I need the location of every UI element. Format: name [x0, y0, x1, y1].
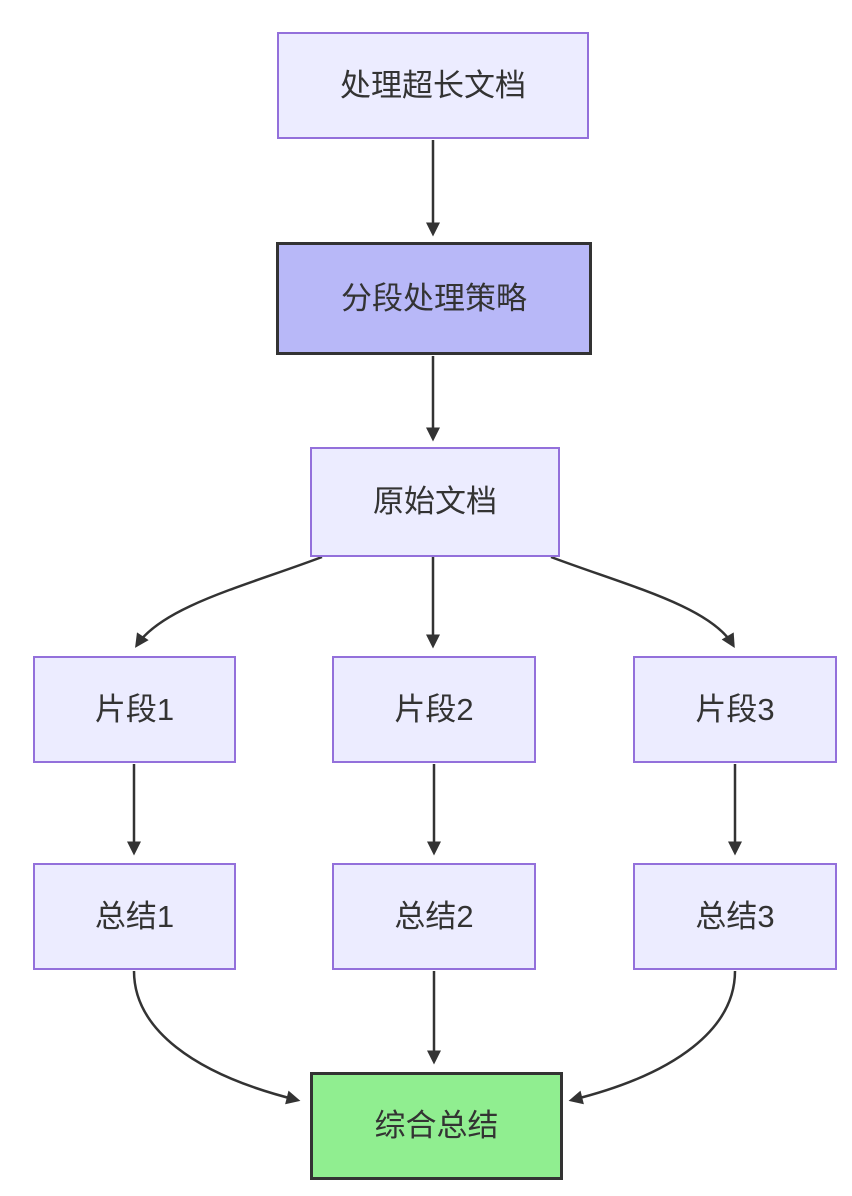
node-label: 片段2 [394, 691, 474, 727]
node-fragment-2: 片段2 [332, 656, 536, 763]
edge-c-d [135, 555, 323, 648]
node-original-document: 原始文档 [310, 447, 560, 557]
node-label: 片段3 [695, 691, 775, 727]
edge-g-j [132, 970, 301, 1105]
node-summary-3: 总结3 [633, 863, 837, 970]
edge-i-j [568, 970, 737, 1105]
node-label: 总结3 [695, 898, 775, 934]
node-label: 综合总结 [374, 1108, 499, 1144]
node-combined-summary: 综合总结 [310, 1072, 563, 1180]
node-label: 总结2 [394, 898, 474, 934]
node-label: 分段处理策略 [341, 280, 527, 316]
node-label: 原始文档 [373, 484, 497, 520]
node-segmentation-strategy: 分段处理策略 [276, 242, 592, 355]
node-label: 总结1 [94, 898, 175, 934]
node-label: 片段1 [94, 691, 175, 727]
node-label: 处理超长文档 [340, 67, 526, 103]
node-fragment-3: 片段3 [633, 656, 837, 763]
node-summary-1: 总结1 [33, 863, 236, 970]
node-summary-2: 总结2 [332, 863, 536, 970]
node-fragment-1: 片段1 [33, 656, 236, 763]
node-process-long-document: 处理超长文档 [277, 32, 589, 139]
edge-c-f [550, 555, 735, 649]
